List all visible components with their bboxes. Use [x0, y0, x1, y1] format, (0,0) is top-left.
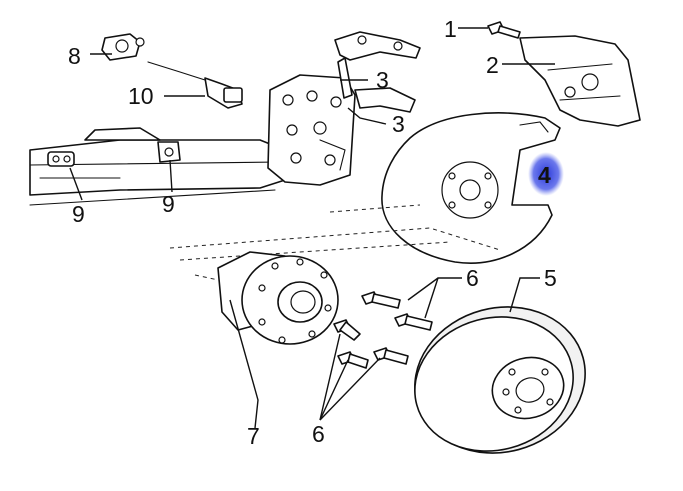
callout-5: 5 — [544, 265, 557, 291]
sensor-clip — [101, 33, 145, 61]
clip-bracket-left — [47, 151, 75, 167]
highlight-marker — [528, 152, 564, 196]
callout-labels: 1 2 3 3 4 5 6 6 7 8 9 9 10 — [68, 16, 557, 449]
wheel-hub — [217, 251, 339, 345]
callout-3-lower: 3 — [392, 111, 405, 137]
brake-caliper — [519, 35, 641, 127]
hub-bolts-upper — [361, 291, 433, 331]
callout-9-left: 9 — [72, 201, 85, 227]
callout-10: 10 — [128, 83, 154, 109]
callout-6-upper: 6 — [466, 265, 479, 291]
mounting-flange — [267, 74, 356, 186]
hub-bolts-lower — [333, 319, 409, 369]
caliper-bolt — [487, 21, 521, 39]
splash-shield — [381, 112, 561, 264]
brake-disc — [414, 306, 586, 454]
callout-7: 7 — [247, 423, 260, 449]
callout-4: 4 — [538, 162, 551, 188]
callout-1: 1 — [444, 16, 457, 42]
callout-3-upper: 3 — [376, 67, 389, 93]
callout-9-center: 9 — [162, 191, 175, 217]
callout-2: 2 — [486, 52, 499, 78]
cable-bracket — [334, 31, 421, 113]
callout-6-lower: 6 — [312, 421, 325, 447]
clip-bracket-center — [157, 141, 181, 163]
guide-lines — [169, 204, 501, 301]
leader-lines — [69, 27, 555, 429]
wear-sensor-cable — [147, 61, 243, 109]
callout-8: 8 — [68, 43, 81, 69]
